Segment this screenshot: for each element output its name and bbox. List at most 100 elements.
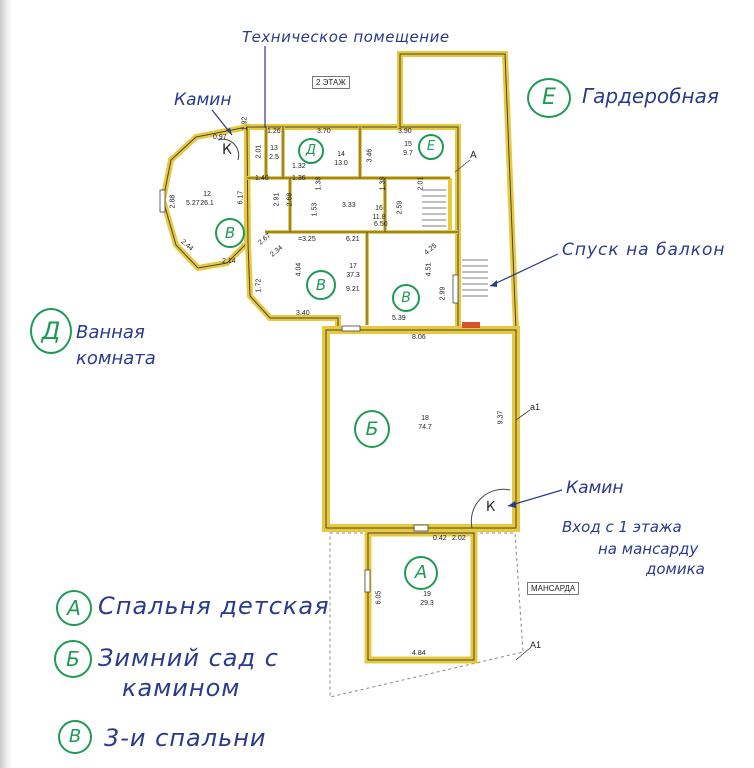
dim-172: 1.72: [255, 278, 263, 293]
dim-288: 2.88: [169, 194, 177, 209]
room-16: 16 11.8: [364, 204, 394, 222]
room-13: 13 2.5: [266, 144, 282, 162]
entry-line1: Вход с 1 этажа: [562, 518, 682, 536]
fireplace-top-annotation: Камин: [174, 90, 232, 110]
entry-line3: домика: [646, 560, 705, 578]
dim-921: 9.21: [346, 286, 360, 293]
floor-label: 2 ЭТАЖ: [312, 76, 350, 89]
dim-097: 0.97: [213, 134, 227, 141]
room-15: 15 9.7: [398, 140, 418, 158]
room-mark-bedroom-mid: В: [306, 270, 336, 300]
dim-370: 3.70: [317, 128, 331, 135]
room-12-area: 26.1: [200, 200, 214, 207]
room-17: 17 37.3: [338, 262, 368, 280]
legend-mark-a: А: [56, 590, 92, 626]
room-16-area: 11.8: [372, 214, 386, 221]
dim-605: 6.05: [375, 590, 383, 605]
room-mark-kids: А: [404, 556, 438, 590]
room-14-num: 14: [337, 151, 345, 158]
dim-201b: 2.01: [417, 176, 425, 191]
dim-132: 1.32: [292, 163, 306, 170]
dim-346: 3.46: [366, 148, 374, 163]
legend-text-a: Спальня детская: [98, 592, 330, 620]
room-12-num: 12: [203, 191, 211, 198]
dim-138a: 1.38: [315, 176, 323, 191]
balcony-annotation: Спуск на балкон: [562, 240, 726, 260]
dim-621: 6.21: [346, 236, 360, 243]
dim-202: 2.02: [452, 535, 466, 542]
dim-138b: 1.38: [379, 176, 387, 191]
dim-192: 1.92: [241, 116, 249, 131]
room-18-area: 74.7: [418, 424, 432, 431]
dim-201: 2.01: [255, 144, 263, 159]
fireplace-arc-top: [217, 138, 240, 161]
dim-539: 5.39: [392, 315, 406, 322]
room-17-area: 37.3: [346, 272, 360, 279]
wardrobe-annotation: Гардеробная: [582, 84, 719, 108]
dim-291: 2.91: [273, 192, 281, 207]
room-mark-bath: Д: [298, 138, 324, 164]
dim-390: 3.90: [398, 128, 412, 135]
room-mark-wardrobe: Е: [418, 134, 444, 160]
room-18: 18 74.7: [410, 414, 440, 432]
room-13-area: 2.5: [269, 154, 279, 161]
wardrobe-legend-mark: Е: [527, 78, 571, 118]
fireplace-k-garden: К: [486, 500, 496, 515]
dim-268: 2.68: [286, 192, 294, 207]
dim-806: 8.06: [412, 334, 426, 341]
room-mark-bedroom-right: В: [392, 284, 420, 312]
dim-214: 2.14: [222, 258, 236, 265]
dim-325: =3.25: [298, 236, 316, 243]
room-mark-garden: Б: [354, 410, 390, 448]
legend-text-b2: камином: [122, 674, 241, 702]
scan-edge: [0, 0, 12, 768]
dim-451: 4.51: [425, 262, 433, 277]
dim-259: 2.59: [396, 200, 404, 215]
fireplace-garden-annotation: Камин: [566, 478, 624, 498]
fireplace-k-top: К: [222, 142, 232, 158]
room-15-num: 15: [404, 141, 412, 148]
tech-room-annotation: Техническое помещение: [242, 28, 450, 46]
dim-140: 1.40: [255, 175, 269, 182]
dim-650: 6.50: [374, 221, 388, 228]
room-15-area: 9.7: [403, 150, 413, 157]
legend-text-v: 3-и спальни: [104, 724, 267, 752]
dim-404: 4.04: [295, 262, 303, 277]
stairs: [422, 189, 488, 297]
room-18-num: 18: [421, 415, 429, 422]
room-14-area: 13.0: [334, 160, 348, 167]
room-19-num: 19: [423, 591, 431, 598]
dim-126: 1.26: [267, 128, 281, 135]
dim-153: 1.53: [311, 202, 319, 217]
axis-a1-top: а1: [530, 402, 541, 412]
room-17-num: 17: [349, 263, 357, 270]
room-19-area: 29.3: [420, 600, 434, 607]
dim-527: 5.27: [186, 200, 200, 207]
bathroom-annotation: Ванная комната: [76, 322, 156, 369]
dim-299: 2.99: [439, 286, 447, 301]
legend-text-b: Зимний сад с: [98, 644, 279, 672]
room-13-num: 13: [270, 145, 278, 152]
dim-617: 6.17: [237, 190, 245, 205]
balcony-marker: [462, 322, 480, 328]
legend-mark-b: Б: [54, 640, 92, 678]
dim-042: 0.42: [433, 535, 447, 542]
room-16-num: 16: [375, 205, 383, 212]
fireplace-arc-garden: [470, 488, 511, 529]
room-19: 19 29.3: [412, 590, 442, 608]
room-14: 14 13.0: [326, 150, 356, 168]
dim-333: 3.33: [342, 202, 356, 209]
room-12: 12 26.1: [192, 190, 222, 208]
entry-line2: на мансарду: [598, 540, 699, 558]
room-mark-bedroom-left: В: [215, 218, 245, 248]
dim-136: 1.36: [292, 175, 306, 182]
legend-mark-v: В: [58, 720, 92, 754]
axis-a1-bottom: А1: [530, 640, 542, 650]
attic-label: МАНСАРДА: [527, 582, 580, 595]
dim-484: 4.84: [412, 650, 426, 657]
axis-a: А: [470, 150, 477, 161]
bathroom-legend-mark: Д: [30, 308, 72, 354]
dim-340: 3.40: [296, 310, 310, 317]
dim-937: 9.37: [497, 410, 505, 425]
